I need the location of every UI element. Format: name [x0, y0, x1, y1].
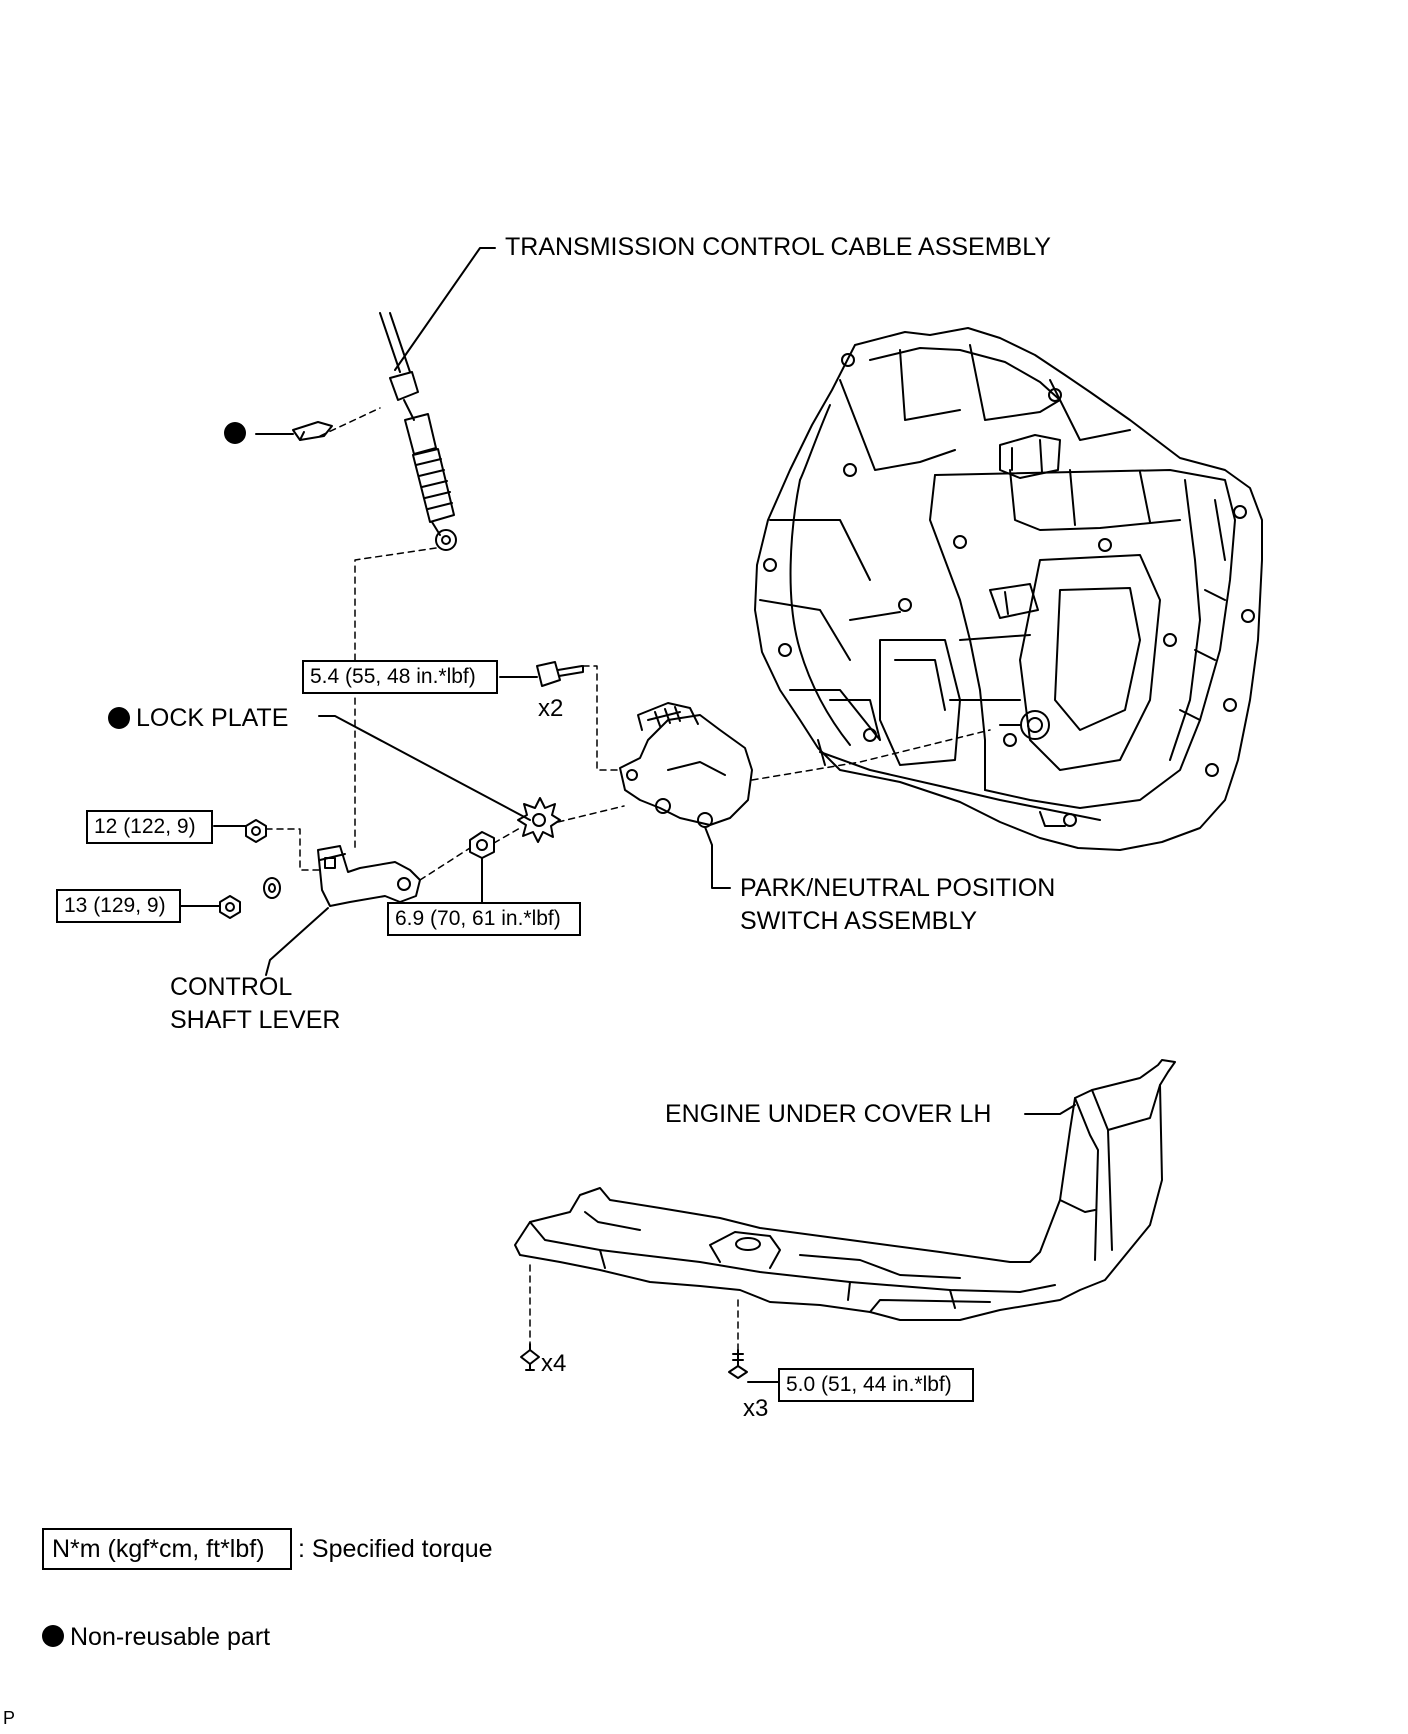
cover-clip — [520, 1343, 540, 1371]
nonreusable-marker-clip — [224, 422, 246, 444]
torque-lever-nut-lower: 13 (129, 9) — [56, 889, 181, 923]
torque-shaft-nut: 6.9 (70, 61 in.*lbf) — [387, 902, 581, 936]
torque-lever-nut-upper: 12 (122, 9) — [86, 810, 213, 844]
torque-switch-bolt: 5.4 (55, 48 in.*lbf) — [302, 660, 498, 694]
park-neutral-position-switch — [619, 702, 753, 828]
switch-bolt — [536, 661, 584, 687]
lock-plate-text: LOCK PLATE — [136, 704, 289, 732]
label-lock-plate: LOCK PLATE — [108, 703, 288, 734]
cover-bolt — [728, 1349, 748, 1379]
legend-torque-text: : Specified torque — [298, 1535, 493, 1563]
nonreusable-dot-icon — [108, 706, 130, 729]
page-marker: P — [3, 1708, 16, 1728]
legend-nonreusable: Non-reusable part — [42, 1618, 270, 1656]
legend-torque-box: N*m (kgf*cm, ft*lbf) — [42, 1528, 292, 1570]
qty-cover-bolts: x3 — [743, 1395, 769, 1422]
control-shaft-lever — [317, 845, 421, 907]
label-control-lever-line2: SHAFT LEVER — [170, 1006, 341, 1034]
transmission-assembly — [754, 327, 1263, 851]
torque-cover-bolt: 5.0 (51, 44 in.*lbf) — [778, 1368, 974, 1402]
qty-switch-bolts: x2 — [538, 695, 564, 722]
assembly-dashed-lines — [265, 407, 991, 1351]
nonreusable-dot-icon — [42, 1625, 64, 1648]
label-transmission-control-cable: TRANSMISSION CONTROL CABLE ASSEMBLY — [505, 233, 1051, 261]
shaft-nut — [469, 831, 495, 859]
label-pnp-switch-line1: PARK/NEUTRAL POSITION — [740, 874, 1056, 902]
engine-under-cover-lh — [514, 1059, 1176, 1321]
label-engine-under-cover: ENGINE UNDER COVER LH — [665, 1100, 992, 1128]
washer — [263, 877, 281, 899]
qty-cover-clips: x4 — [541, 1350, 567, 1377]
label-pnp-switch-line2: SWITCH ASSEMBLY — [740, 907, 978, 935]
lever-nut-lower — [219, 895, 241, 919]
lever-nut-upper — [245, 819, 267, 843]
leader-lines — [179, 247, 1076, 1383]
label-control-lever-line1: CONTROL — [170, 973, 293, 1001]
nonreusable-dot-icon — [224, 422, 246, 444]
legend-nonreusable-text: Non-reusable part — [70, 1623, 271, 1651]
transmission-control-cable — [292, 312, 457, 551]
lock-plate — [517, 797, 561, 843]
